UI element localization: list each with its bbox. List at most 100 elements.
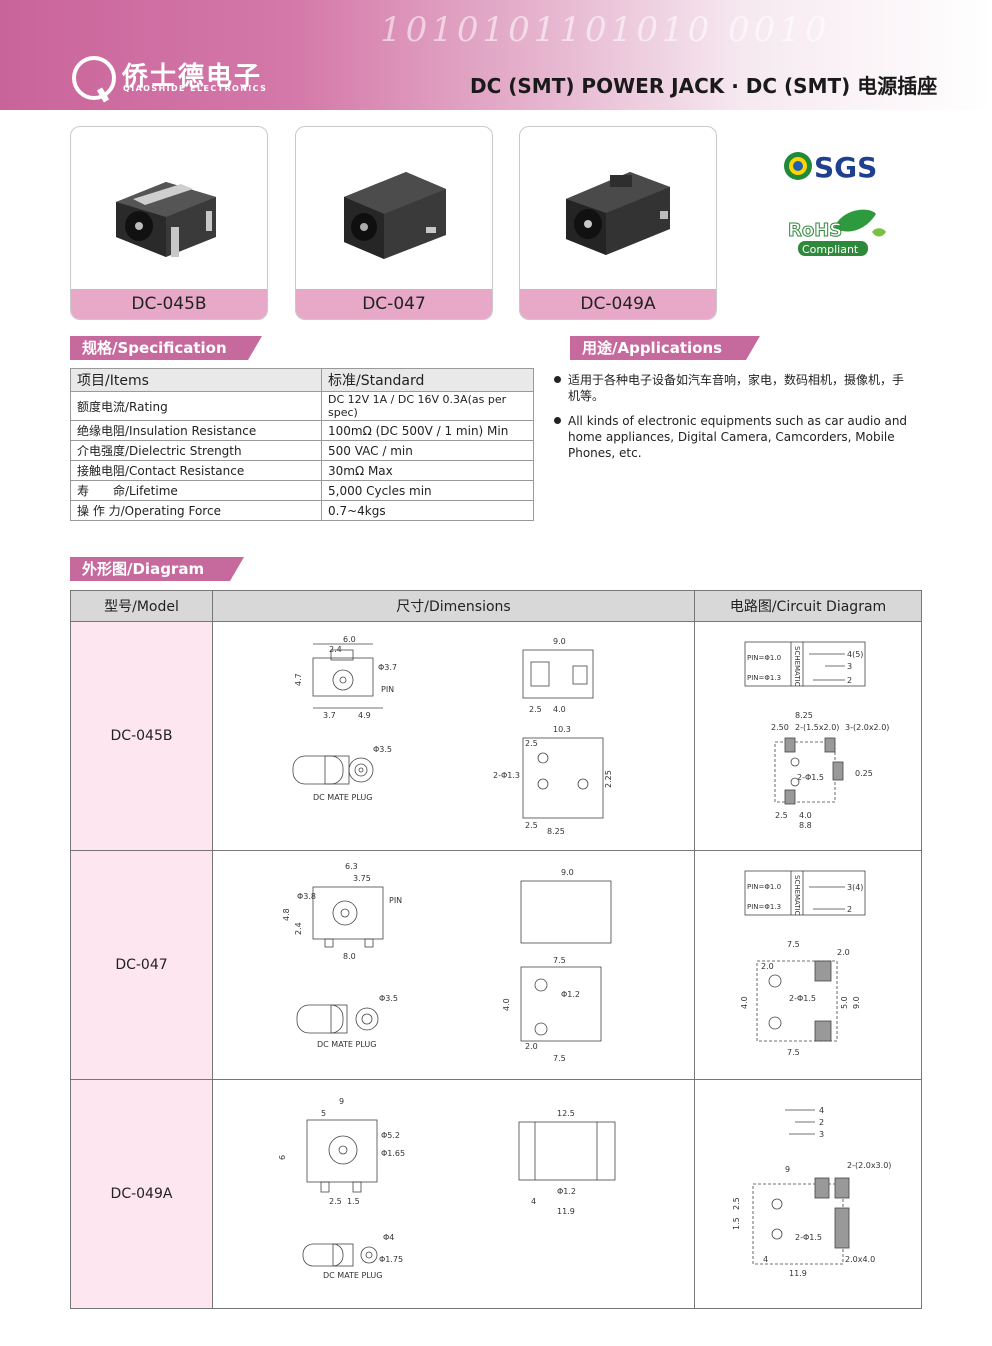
svg-text:9.0: 9.0 (553, 637, 566, 646)
svg-text:Φ4: Φ4 (383, 1233, 394, 1242)
svg-text:Φ5.2: Φ5.2 (381, 1131, 400, 1140)
dimension-drawing-dc-045b: 6.0 2.4 Φ3.7 PIN 3.7 4.9 4.7 Φ3.5 DC MAT… (212, 621, 695, 851)
spec-value: 5,000 Cycles min (321, 480, 534, 501)
spec-value: 500 VAC / min (321, 440, 534, 461)
svg-text:2.5: 2.5 (775, 811, 788, 820)
svg-text:8.25: 8.25 (547, 827, 565, 836)
svg-text:DC MATE PLUG: DC MATE PLUG (317, 1040, 376, 1049)
product-card-dc-047: DC-047 (295, 126, 493, 320)
svg-text:6: 6 (278, 1155, 287, 1160)
svg-text:2.5: 2.5 (732, 1197, 741, 1210)
rohs-logo-icon: RoHS Compliant (788, 209, 886, 256)
svg-text:Φ1.75: Φ1.75 (379, 1255, 403, 1264)
svg-text:7.5: 7.5 (553, 1054, 566, 1063)
svg-text:3: 3 (847, 662, 852, 671)
diagram-col-dimensions: 尺寸/Dimensions (212, 590, 695, 622)
svg-text:PIN=Φ1.0: PIN=Φ1.0 (747, 654, 781, 662)
spec-value: DC 12V 1A / DC 16V 0.3A(as per spec) (321, 391, 534, 421)
product-photo-dc-049a (566, 172, 670, 255)
specification-heading: 规格/Specification (70, 336, 262, 360)
svg-text:PIN: PIN (389, 896, 402, 905)
product-photo-dc-045b (116, 182, 216, 257)
svg-text:3(4): 3(4) (847, 883, 863, 892)
svg-text:2.0: 2.0 (761, 962, 774, 971)
svg-text:5.0: 5.0 (840, 996, 849, 1009)
diagram-col-circuit: 电路图/Circuit Diagram (694, 590, 922, 622)
svg-text:11.9: 11.9 (789, 1269, 807, 1278)
svg-text:8.8: 8.8 (799, 821, 812, 830)
rohs-text: RoHS (788, 220, 842, 241)
svg-text:4.0: 4.0 (740, 996, 749, 1009)
spec-item: 接触电阻/Contact Resistance (70, 460, 322, 481)
svg-text:2.4: 2.4 (294, 922, 303, 935)
company-name-cn: 侨士德电子 (122, 62, 263, 92)
svg-text:Φ3.7: Φ3.7 (378, 663, 397, 672)
svg-text:Φ3.5: Φ3.5 (373, 745, 392, 754)
svg-text:2-Φ1.5: 2-Φ1.5 (789, 994, 816, 1003)
spec-col-standard: 标准/Standard (321, 368, 534, 392)
diagram-col-model: 型号/Model (70, 590, 213, 622)
svg-text:2-(1.5x2.0): 2-(1.5x2.0) (795, 723, 839, 732)
svg-text:4: 4 (763, 1255, 768, 1264)
svg-text:Φ1.2: Φ1.2 (557, 1187, 576, 1196)
svg-text:1.5: 1.5 (732, 1217, 741, 1230)
table-row: DC-045B 6.0 2.4 Φ3.7 PIN 3.7 4.9 4.7 Φ3.… (70, 621, 922, 851)
diagram-heading: 外形图/Diagram (70, 557, 244, 581)
svg-text:9: 9 (785, 1165, 790, 1174)
spec-item: 寿 命/Lifetime (70, 480, 322, 501)
page-header: 1010101101010 0010 侨士德电子 QIAOSHIDE ELECT… (0, 0, 992, 110)
svg-text:PIN=Φ1.0: PIN=Φ1.0 (747, 883, 781, 891)
product-label: DC-045B (71, 289, 267, 319)
product-label: DC-047 (296, 289, 492, 319)
svg-text:3.7: 3.7 (323, 711, 336, 720)
svg-text:2-Φ1.5: 2-Φ1.5 (797, 773, 824, 782)
rohs-compliant-text: Compliant (802, 243, 859, 256)
svg-text:9: 9 (339, 1097, 344, 1106)
spec-item: 介电强度/Dielectric Strength (70, 440, 322, 461)
svg-text:6.0: 6.0 (343, 635, 356, 644)
product-photo-dc-047 (344, 172, 446, 259)
bullet-icon (554, 417, 561, 424)
diagram-header-row: 型号/Model 尺寸/Dimensions 电路图/Circuit Diagr… (70, 590, 922, 622)
svg-text:4.0: 4.0 (799, 811, 812, 820)
bullet-icon (554, 376, 561, 383)
svg-text:Φ3.8: Φ3.8 (297, 892, 316, 901)
spec-value: 100mΩ (DC 500V / 1 min) Min (321, 420, 534, 441)
spec-value: 30mΩ Max (321, 460, 534, 481)
svg-text:3.75: 3.75 (353, 874, 371, 883)
svg-text:2: 2 (819, 1118, 824, 1127)
svg-text:4.0: 4.0 (502, 998, 511, 1011)
svg-text:SCHEMATIC: SCHEMATIC (793, 646, 801, 687)
svg-text:2.0: 2.0 (837, 948, 850, 957)
diagram-model: DC-049A (70, 1079, 213, 1309)
svg-text:PIN: PIN (381, 685, 394, 694)
svg-text:3: 3 (819, 1130, 824, 1139)
svg-text:Φ1.65: Φ1.65 (381, 1149, 405, 1158)
svg-text:2-(2.0x3.0): 2-(2.0x3.0) (847, 1161, 891, 1170)
svg-text:11.9: 11.9 (557, 1207, 575, 1216)
company-logo-icon (72, 56, 116, 100)
svg-text:4.7: 4.7 (294, 673, 303, 686)
circuit-diagram-dc-045b: PIN=Φ1.0 PIN=Φ1.3 SCHEMATIC 4(5) 3 2 8.2… (694, 621, 922, 851)
svg-text:5: 5 (321, 1109, 326, 1118)
svg-text:2: 2 (847, 905, 852, 914)
svg-text:SCHEMATIC: SCHEMATIC (793, 875, 801, 916)
svg-text:4: 4 (531, 1197, 536, 1206)
svg-text:4: 4 (819, 1106, 824, 1115)
svg-text:2.5: 2.5 (529, 705, 542, 714)
svg-text:7.5: 7.5 (553, 956, 566, 965)
dimension-drawing-dc-047: 6.3 3.75 Φ3.8 PIN 8.0 4.8 2.4 Φ3.5 DC MA… (212, 850, 695, 1080)
svg-text:2.5: 2.5 (525, 821, 538, 830)
table-row: DC-047 6.3 3.75 Φ3.8 PIN 8.0 4.8 2.4 Φ3.… (70, 850, 922, 1080)
page-title: DC (SMT) POWER JACK · DC (SMT) 电源插座 (470, 74, 938, 98)
sgs-logo-icon: SGS (784, 151, 877, 184)
spec-col-items: 项目/Items (70, 368, 322, 392)
svg-text:7.5: 7.5 (787, 1048, 800, 1057)
application-text: All kinds of electronic equipments such … (568, 414, 908, 460)
